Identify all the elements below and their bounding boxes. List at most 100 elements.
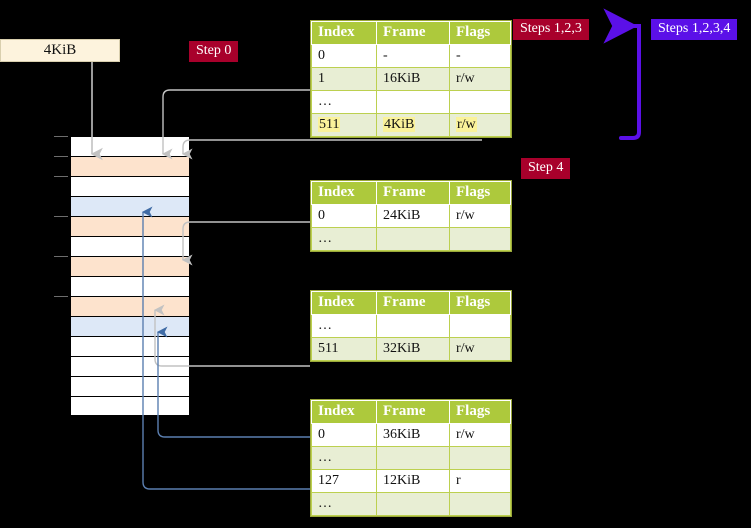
memory-frame-row (70, 336, 190, 356)
memory-tick-mark (54, 176, 68, 177)
memory-frame-row (70, 296, 190, 316)
memory-tick-mark (54, 296, 68, 297)
table-row: 0-- (311, 44, 511, 68)
table-cell (376, 446, 450, 470)
table-cell: - (449, 44, 511, 68)
table-header-frame: Frame (376, 400, 450, 424)
memory-frame-row (70, 216, 190, 236)
memory-frame-row (70, 136, 190, 156)
table-header-index: Index (311, 400, 377, 424)
frame-label-box: 4KiB (0, 39, 120, 62)
table-cell: 0 (311, 423, 377, 447)
table-cell: … (311, 446, 377, 470)
memory-frame-row (70, 276, 190, 296)
table-cell (449, 492, 511, 516)
table-cell: 0 (311, 44, 377, 68)
table-cell (449, 90, 511, 114)
frame-label-text: 4KiB (43, 42, 77, 58)
table-cell (376, 90, 450, 114)
memory-frame-row (70, 396, 190, 416)
table-cell (376, 314, 450, 338)
table-cell: 511 (311, 113, 377, 137)
memory-frame-row (70, 156, 190, 176)
memory-tick-mark (54, 156, 68, 157)
highlighted-value: 4KiB (383, 116, 416, 132)
table-cell: r/w (449, 204, 511, 228)
table-cell: r (449, 469, 511, 493)
memory-frame-row (70, 236, 190, 256)
memory-frame-row (70, 196, 190, 216)
table-cell: 16KiB (376, 67, 450, 91)
badge-steps-123: Steps 1,2,3 (513, 19, 589, 40)
table-cell: 32KiB (376, 337, 450, 361)
table-cell: … (311, 227, 377, 251)
memory-tick-mark (54, 136, 68, 137)
table-cell (449, 227, 511, 251)
table-cell (449, 446, 511, 470)
table-cell: - (376, 44, 450, 68)
table-header-flags: Flags (449, 21, 511, 45)
table-header-frame: Frame (376, 291, 450, 315)
table-header-frame: Frame (376, 21, 450, 45)
table-header-index: Index (311, 21, 377, 45)
highlighted-value: r/w (456, 116, 477, 132)
table-row: 511 4KiB r/w (311, 113, 511, 137)
table-cell: … (311, 492, 377, 516)
table-cell: … (311, 90, 377, 114)
table-cell: 4KiB (376, 113, 450, 137)
badge-steps-1234: Steps 1,2,3,4 (651, 19, 738, 40)
table-row: … (311, 492, 511, 516)
table-cell: 511 (311, 337, 377, 361)
table-cell: r/w (449, 113, 511, 137)
table-cell: r/w (449, 423, 511, 447)
table-cell (376, 227, 450, 251)
memory-frame-row (70, 376, 190, 396)
table-cell (376, 492, 450, 516)
table-cell: r/w (449, 337, 511, 361)
badge-step-4-label: Step 4 (528, 160, 564, 175)
table-cell: 36KiB (376, 423, 450, 447)
table-cell: r/w (449, 67, 511, 91)
badge-steps-1234-label: Steps 1,2,3,4 (658, 21, 731, 36)
badge-steps-123-label: Steps 1,2,3 (520, 21, 582, 36)
table-cell: 0 (311, 204, 377, 228)
bracket-steps-1234 (603, 8, 641, 140)
connector-table1-row511 (181, 139, 482, 160)
highlighted-value: 511 (318, 116, 341, 132)
table-row: … (311, 90, 511, 114)
table-header-index: Index (311, 181, 377, 205)
table-header-flags: Flags (449, 181, 511, 205)
table-row: … (311, 446, 511, 470)
badge-step-4: Step 4 (521, 158, 571, 179)
table-header-flags: Flags (449, 400, 511, 424)
table-header-frame: Frame (376, 181, 450, 205)
memory-frame-row (70, 176, 190, 196)
memory-tick-mark (54, 216, 68, 217)
memory-frame-row (70, 356, 190, 376)
table-row: … (311, 227, 511, 251)
table-header-index: Index (311, 291, 377, 315)
table-cell: 1 (311, 67, 377, 91)
physical-memory-column (54, 136, 190, 416)
memory-frame-row (70, 256, 190, 276)
connector-table2-row0 (181, 221, 310, 266)
table-cell: … (311, 314, 377, 338)
table-cell: 24KiB (376, 204, 450, 228)
table-row: … (311, 314, 511, 338)
memory-frame-row (70, 316, 190, 336)
memory-tick-mark (54, 256, 68, 257)
table-cell: 127 (311, 469, 377, 493)
